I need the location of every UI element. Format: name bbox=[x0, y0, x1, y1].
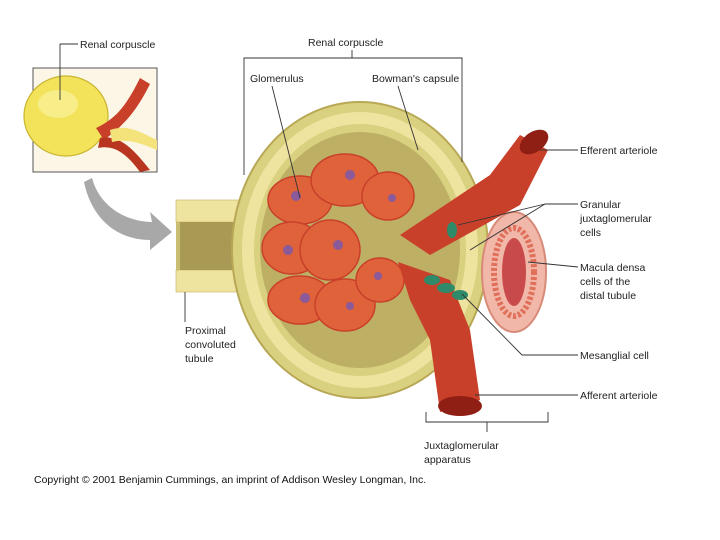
copyright-notice: Copyright © 2001 Benjamin Cummings, an i… bbox=[34, 474, 427, 486]
label-renal-corpuscle-inset: Renal corpuscle bbox=[80, 39, 155, 51]
proximal-line-1: Proximal bbox=[185, 325, 226, 337]
inset-panel bbox=[23, 67, 158, 173]
granular-line-3: cells bbox=[580, 227, 601, 239]
label-proximal-tubule: Proximal convoluted tubule bbox=[185, 325, 239, 365]
distal-tubule-macula-densa bbox=[481, 211, 547, 333]
macula-line-1: Macula densa bbox=[580, 262, 646, 274]
inset-arteriole bbox=[96, 78, 150, 140]
label-mesangial-cell: Mesanglial cell bbox=[580, 350, 649, 362]
proximal-line-3: tubule bbox=[185, 353, 214, 365]
label-glomerulus: Glomerulus bbox=[250, 73, 304, 85]
label-juxtaglomerular-apparatus: Juxtaglomerular apparatus bbox=[424, 440, 502, 466]
label-renal-corpuscle: Renal corpuscle bbox=[308, 37, 383, 49]
macula-line-2: cells of the bbox=[580, 276, 630, 288]
efferent-arteriole-vessel bbox=[400, 135, 548, 255]
label-afferent-arteriole: Afferent arteriole bbox=[580, 390, 658, 402]
juxta-line-1: Juxtaglomerular bbox=[424, 440, 499, 452]
granular-line-1: Granular bbox=[580, 199, 621, 211]
granular-line-2: juxtaglomerular bbox=[579, 213, 652, 225]
proximal-line-2: convoluted bbox=[185, 339, 236, 351]
macula-line-3: distal tubule bbox=[580, 290, 636, 302]
mesangial-cells bbox=[424, 222, 468, 300]
label-macula-densa: Macula densa cells of the distal tubule bbox=[580, 262, 648, 302]
glomerulus bbox=[261, 153, 415, 332]
label-granular-cells: Granular juxtaglomerular cells bbox=[579, 199, 655, 239]
afferent-arteriole-vessel bbox=[398, 262, 480, 412]
label-bowmans-capsule: Bowman's capsule bbox=[372, 73, 459, 85]
label-efferent-arteriole: Efferent arteriole bbox=[580, 145, 658, 157]
zoom-arrow bbox=[84, 178, 172, 250]
juxta-line-2: apparatus bbox=[424, 454, 471, 466]
